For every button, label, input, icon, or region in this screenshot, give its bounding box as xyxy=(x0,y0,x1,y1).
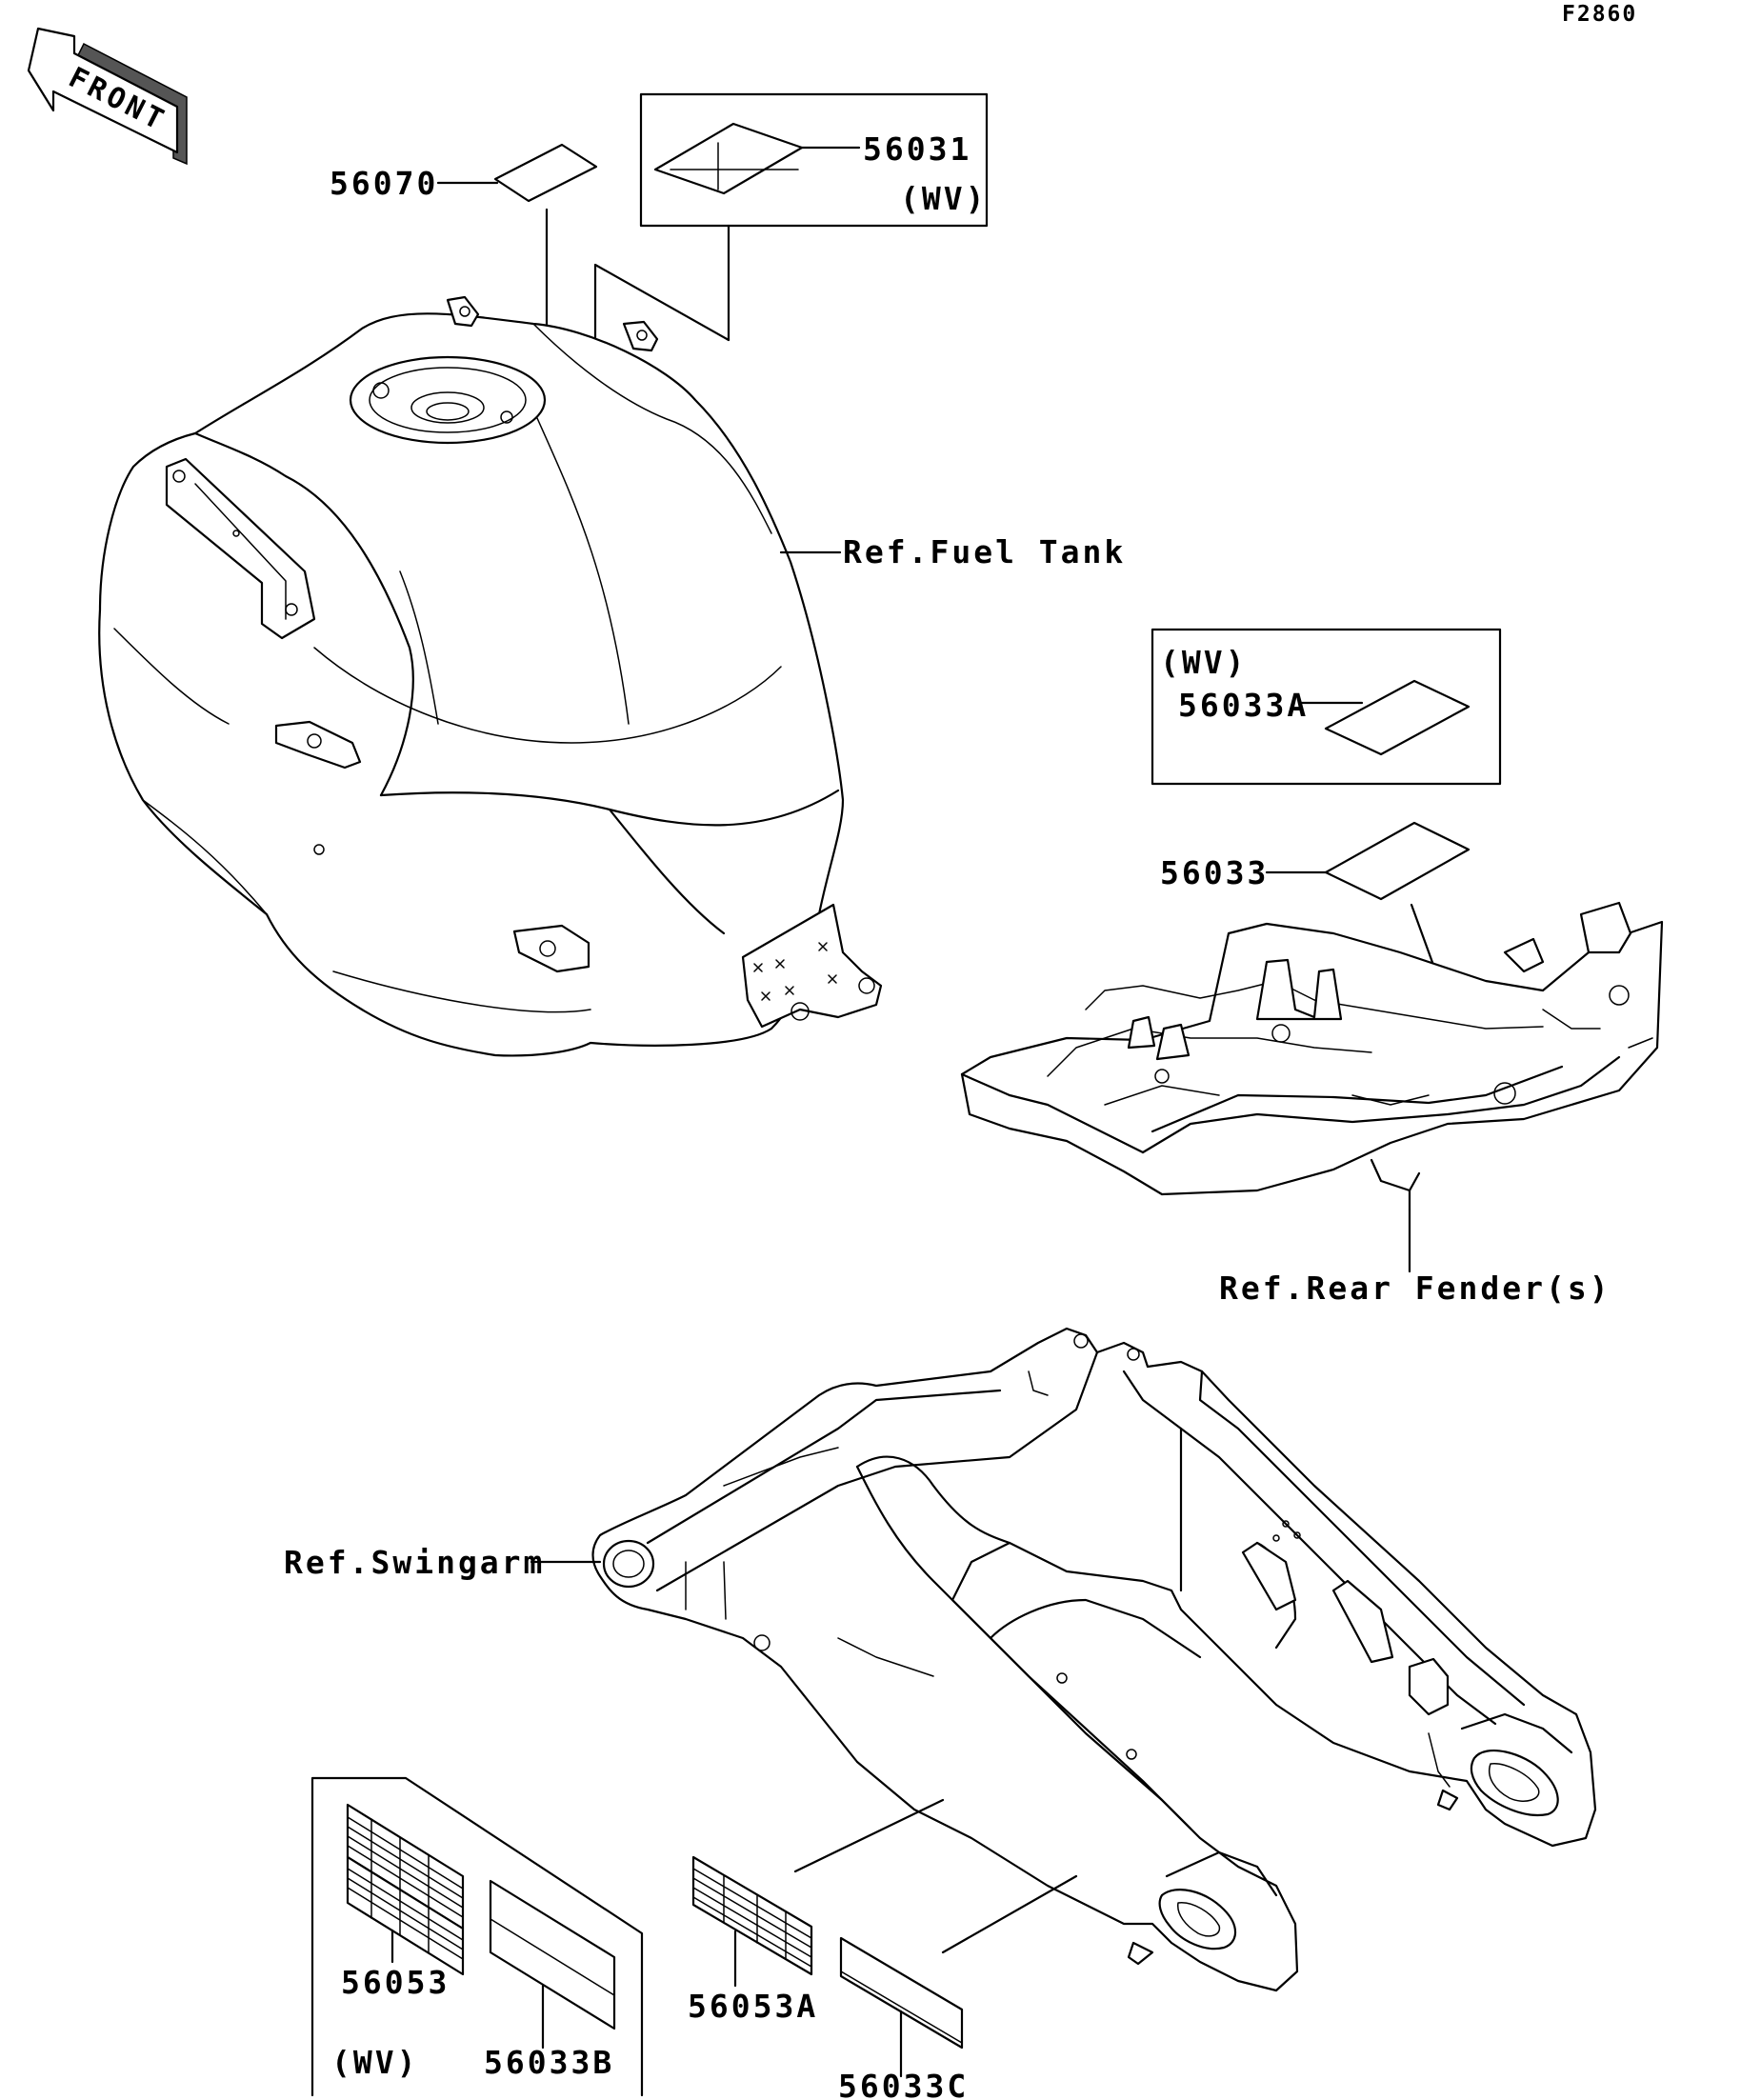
part-56053-label: 56053 xyxy=(341,1964,450,2001)
decal-56033C-icon xyxy=(839,1936,964,2078)
part-56033A-variant: (WV) xyxy=(1160,644,1247,681)
fuel-tank-drawing xyxy=(98,295,883,1057)
diagram-code: F2860 xyxy=(1562,2,1637,27)
wv-box-56053-56033B xyxy=(310,1776,644,2097)
ref-rear-fender-label: Ref.Rear Fender(s) xyxy=(1219,1270,1611,1307)
decal-56033-icon xyxy=(1324,821,1471,901)
ref-fuel-tank-label: Ref.Fuel Tank xyxy=(843,533,1126,570)
rear-fender-drawing xyxy=(960,901,1664,1211)
part-56070-label: 56070 xyxy=(330,165,438,202)
front-arrow-icon: FRONT xyxy=(27,27,188,166)
part-56033C-label: 56033C xyxy=(838,2068,969,2100)
ref-swingarm-label: Ref.Swingarm xyxy=(284,1544,545,1581)
part-56031-label: 56031 xyxy=(863,130,971,168)
wv-box-56031 xyxy=(639,92,989,228)
part-56031-variant: (WV) xyxy=(900,180,987,217)
part-56033-label: 56033 xyxy=(1160,854,1269,891)
part-56033A-label: 56033A xyxy=(1178,687,1309,724)
decal-56070-icon xyxy=(493,143,598,203)
decal-56053A-icon xyxy=(691,1855,813,1988)
part-56033B-label: 56033B xyxy=(484,2044,614,2081)
swingarm-drawing xyxy=(591,1327,1597,1992)
part-56053A-label: 56053A xyxy=(688,1988,818,2025)
wv-box-variant-label: (WV) xyxy=(331,2044,418,2081)
wv-box-56033A xyxy=(1151,628,1502,786)
